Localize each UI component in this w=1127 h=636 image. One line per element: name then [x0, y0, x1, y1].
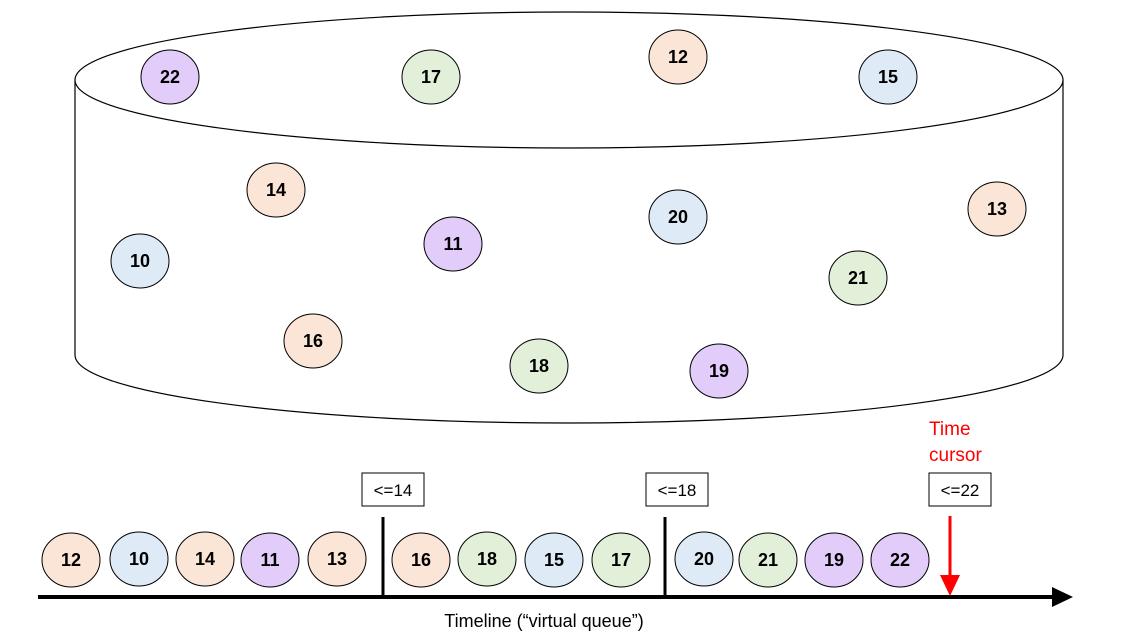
- queue-node-label: 13: [327, 549, 347, 569]
- store-node-circle: [509, 338, 569, 394]
- queue-node-14: 14: [175, 531, 235, 587]
- queue-node-18: 18: [457, 531, 517, 587]
- queue-node-circle: [41, 532, 101, 588]
- queue-node-label: 19: [824, 550, 844, 570]
- queue-node-circle: [457, 531, 517, 587]
- store-node-label: 18: [529, 356, 549, 376]
- store-node-14: 14: [246, 162, 306, 218]
- queue-node-20: 20: [674, 531, 734, 587]
- queue-node-circle: [391, 532, 451, 588]
- store-node-11: 11: [423, 216, 483, 272]
- time-cursor-box: [928, 472, 992, 507]
- queue-node-circle: [307, 531, 367, 587]
- store-node-label: 22: [160, 67, 180, 87]
- marker-14-box: [361, 472, 425, 507]
- marker-14: <=14: [361, 472, 425, 597]
- time-cursor: Time cursor <=22: [928, 419, 992, 596]
- store-node-13: 13: [967, 181, 1027, 237]
- marker-18-label: <=18: [658, 481, 697, 500]
- timeline-arrowhead: [1052, 587, 1073, 607]
- queue-items: 12 10 14 11 13 16 18 15 17 20 21 19 22: [41, 531, 930, 588]
- queue-node-label: 21: [758, 550, 778, 570]
- queue-node-circle: [109, 531, 169, 587]
- time-cursor-title-line1: Time: [929, 419, 971, 440]
- store-node-circle: [140, 49, 200, 105]
- timeline: Timeline (“virtual queue”): [38, 587, 1073, 631]
- time-cursor-title-line2: cursor: [929, 445, 982, 466]
- store-node-circle: [246, 162, 306, 218]
- store-node-label: 14: [266, 180, 286, 200]
- store-node-circle: [858, 49, 918, 105]
- queue-node-17: 17: [591, 532, 651, 588]
- store-node-circle: [110, 233, 170, 289]
- store-node-circle: [648, 29, 708, 85]
- queue-node-label: 12: [61, 550, 81, 570]
- queue-node-label: 18: [477, 549, 497, 569]
- queue-node-21: 21: [738, 532, 798, 588]
- store-node-circle: [401, 49, 461, 105]
- store-node-circle: [689, 343, 749, 399]
- queue-node-13: 13: [307, 531, 367, 587]
- queue-node-19: 19: [804, 532, 864, 588]
- queue-node-label: 14: [195, 549, 215, 569]
- queue-node-circle: [870, 532, 930, 588]
- queue-node-12: 12: [41, 532, 101, 588]
- store-node-20: 20: [648, 189, 708, 245]
- queue-node-label: 11: [260, 550, 279, 570]
- timeline-label: Timeline (“virtual queue”): [444, 611, 643, 631]
- marker-14-label: <=14: [374, 481, 413, 500]
- store-node-label: 15: [878, 67, 898, 87]
- queue-node-circle: [804, 532, 864, 588]
- queue-node-label: 15: [544, 550, 564, 570]
- store-node-label: 21: [848, 268, 868, 288]
- store-node-10: 10: [110, 233, 170, 289]
- queue-node-11: 11: [240, 532, 300, 588]
- store-node-21: 21: [828, 250, 888, 306]
- store-node-circle: [283, 313, 343, 369]
- queue-node-label: 20: [694, 549, 714, 569]
- queue-node-circle: [738, 532, 798, 588]
- queue-node-circle: [175, 531, 235, 587]
- store-node-label: 17: [421, 67, 441, 87]
- queue-node-15: 15: [524, 532, 584, 588]
- store-node-16: 16: [283, 313, 343, 369]
- store-node-label: 13: [987, 199, 1007, 219]
- queue-node-10: 10: [109, 531, 169, 587]
- store-node-19: 19: [689, 343, 749, 399]
- store-node-22: 22: [140, 49, 200, 105]
- queue-node-circle: [674, 531, 734, 587]
- queue-node-16: 16: [391, 532, 451, 588]
- storage-items: 22 17 12 15 14 20 13 10 11 21 16 18 19: [110, 29, 1027, 399]
- queue-node-circle: [240, 532, 300, 588]
- store-node-label: 11: [443, 234, 462, 254]
- store-node-circle: [967, 181, 1027, 237]
- queue-node-label: 17: [611, 550, 631, 570]
- queue-node-label: 16: [411, 550, 431, 570]
- store-node-17: 17: [401, 49, 461, 105]
- store-node-15: 15: [858, 49, 918, 105]
- store-node-12: 12: [648, 29, 708, 85]
- time-cursor-label: <=22: [941, 481, 980, 500]
- queue-node-circle: [524, 532, 584, 588]
- store-node-label: 19: [709, 361, 729, 381]
- store-node-label: 12: [668, 47, 688, 67]
- queue-node-circle: [591, 532, 651, 588]
- store-node-circle: [828, 250, 888, 306]
- queue-node-label: 22: [890, 550, 910, 570]
- marker-18: <=18: [645, 472, 709, 597]
- queue-node-label: 10: [129, 549, 149, 569]
- store-node-label: 20: [668, 207, 688, 227]
- store-node-18: 18: [509, 338, 569, 394]
- queue-node-22: 22: [870, 532, 930, 588]
- marker-18-box: [645, 472, 709, 507]
- cylinder-top: [74, 11, 1064, 149]
- store-node-circle: [648, 189, 708, 245]
- time-cursor-arrowhead: [940, 575, 960, 596]
- store-node-label: 10: [130, 251, 150, 271]
- store-node-circle: [423, 216, 483, 272]
- store-node-label: 16: [303, 331, 323, 351]
